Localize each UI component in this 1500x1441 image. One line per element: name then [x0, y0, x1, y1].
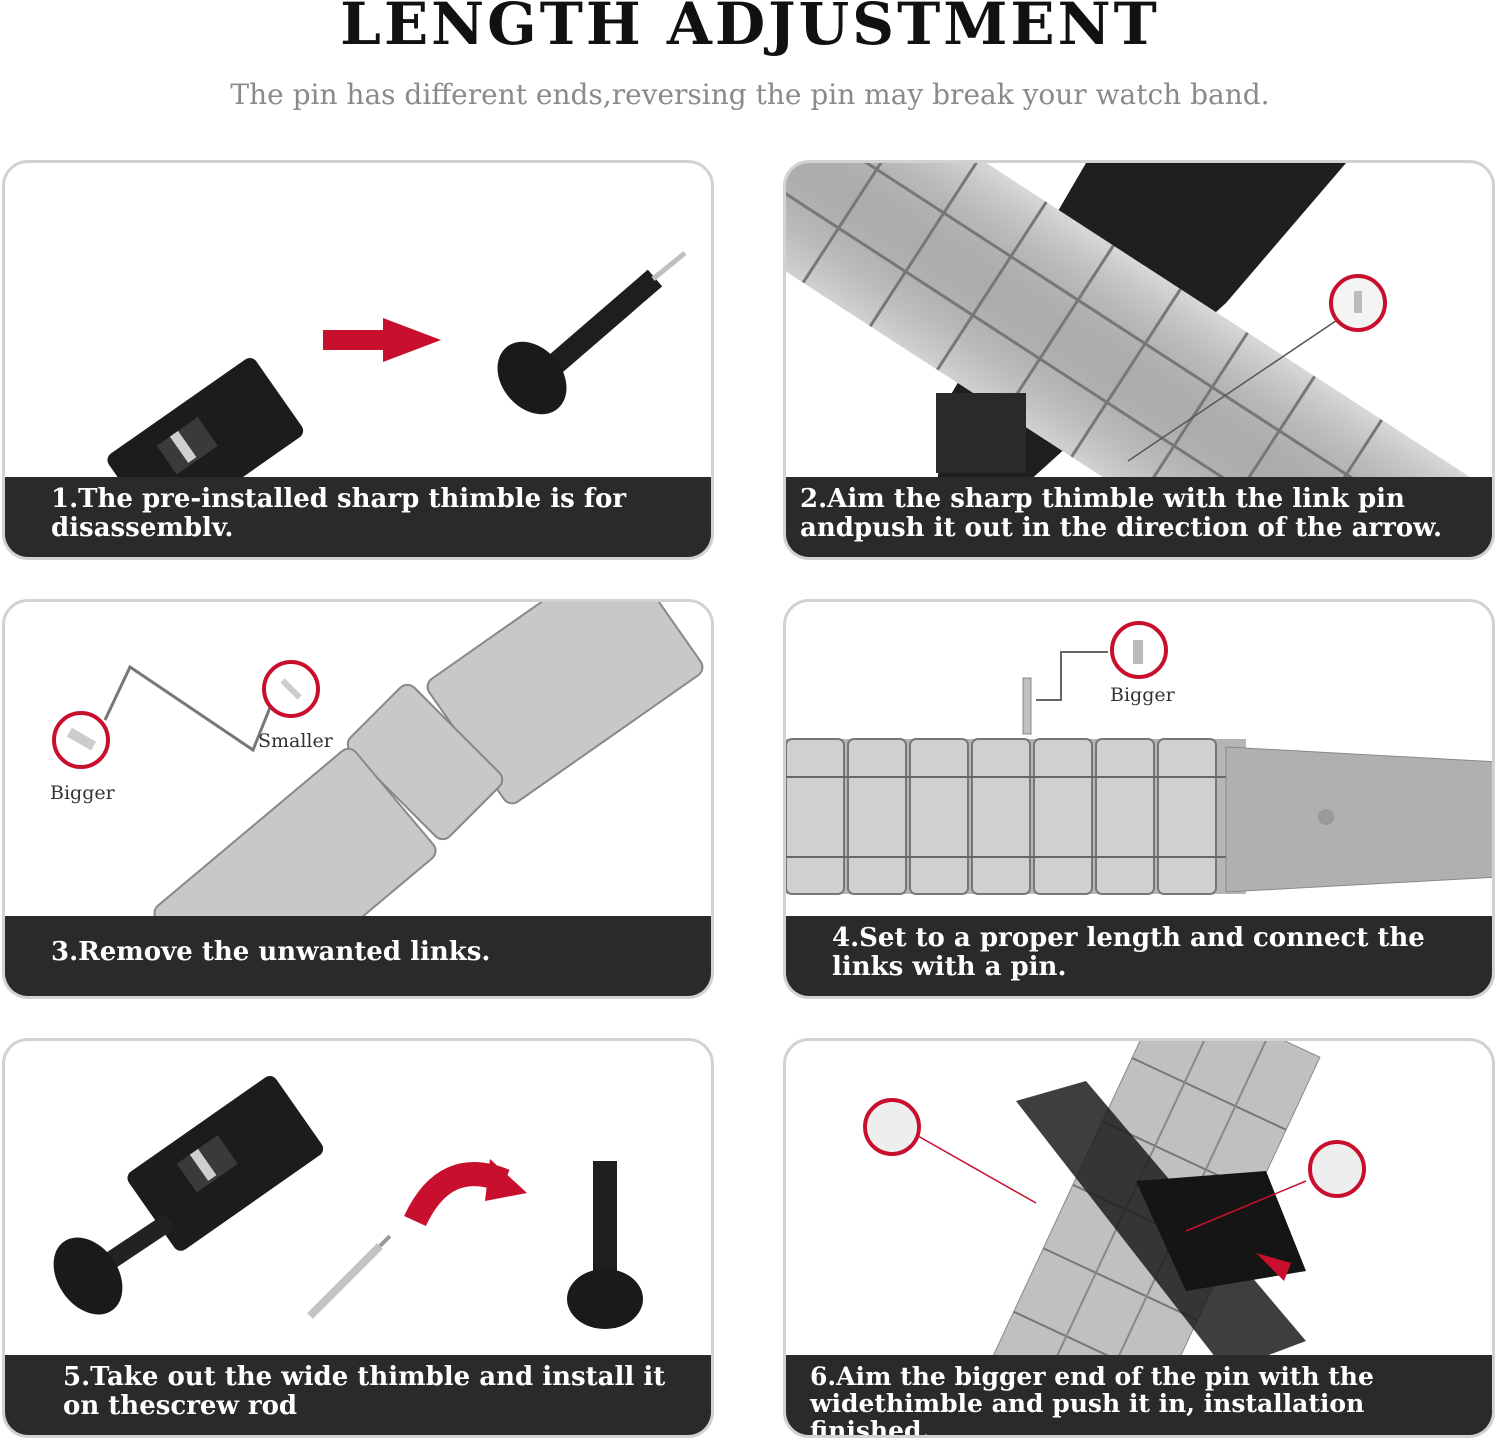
- step-6-caption: 6.Aim the bigger end of the pin with the…: [786, 1355, 1492, 1435]
- step-2-caption: 2.Aim the sharp thimble with the link pi…: [786, 477, 1492, 557]
- step-2-panel: 2.Aim the sharp thimble with the link pi…: [783, 160, 1495, 560]
- install-thimble-illustration: [53, 1076, 643, 1329]
- step-5-panel: 5.Take out the wide thimble and install …: [2, 1038, 714, 1438]
- step-5-caption: 5.Take out the wide thimble and install …: [5, 1355, 711, 1435]
- step-3-caption: 3.Remove the unwanted links.: [5, 916, 711, 996]
- steel-band-image: [786, 738, 1492, 895]
- step-4-panel: Bigger 4.Set to a proper length and conn…: [783, 599, 1495, 999]
- wide-thimble-pin-icon: [307, 1234, 392, 1319]
- page-subtitle: The pin has different ends,reversing the…: [230, 78, 1270, 111]
- smaller-label: Smaller: [258, 730, 333, 752]
- step-1-caption: 1.The pre-installed sharp thimble is for…: [5, 477, 711, 557]
- screw-rod-icon: [567, 1161, 643, 1329]
- pin-end-callout-right: [1308, 1140, 1366, 1198]
- pin-diagram: [103, 664, 275, 753]
- step-1-panel: 1.The pre-installed sharp thimble is for…: [2, 160, 714, 560]
- red-arrow-icon: [1256, 1253, 1291, 1281]
- bigger-label: Bigger: [1110, 684, 1175, 706]
- page-title: LENGTH ADJUSTMENT: [340, 0, 1160, 58]
- red-arrow-icon: [323, 318, 441, 362]
- step-3-panel: Smaller Bigger 3.Remove the unwanted lin…: [2, 599, 714, 999]
- connect-links-illustration: [786, 621, 1492, 895]
- pin-end-callout-left: [863, 1098, 921, 1156]
- link-remover-tool-icon: [53, 1076, 324, 1315]
- screw-rod-icon: [497, 251, 687, 415]
- push-pin-illustration: [863, 1041, 1366, 1435]
- step-4-caption: 4.Set to a proper length and connect the…: [786, 916, 1492, 996]
- step-6-panel: 6.Aim the bigger end of the pin with the…: [783, 1038, 1495, 1438]
- bigger-label: Bigger: [50, 782, 115, 804]
- link-remover-tool-icon: [1016, 1081, 1306, 1371]
